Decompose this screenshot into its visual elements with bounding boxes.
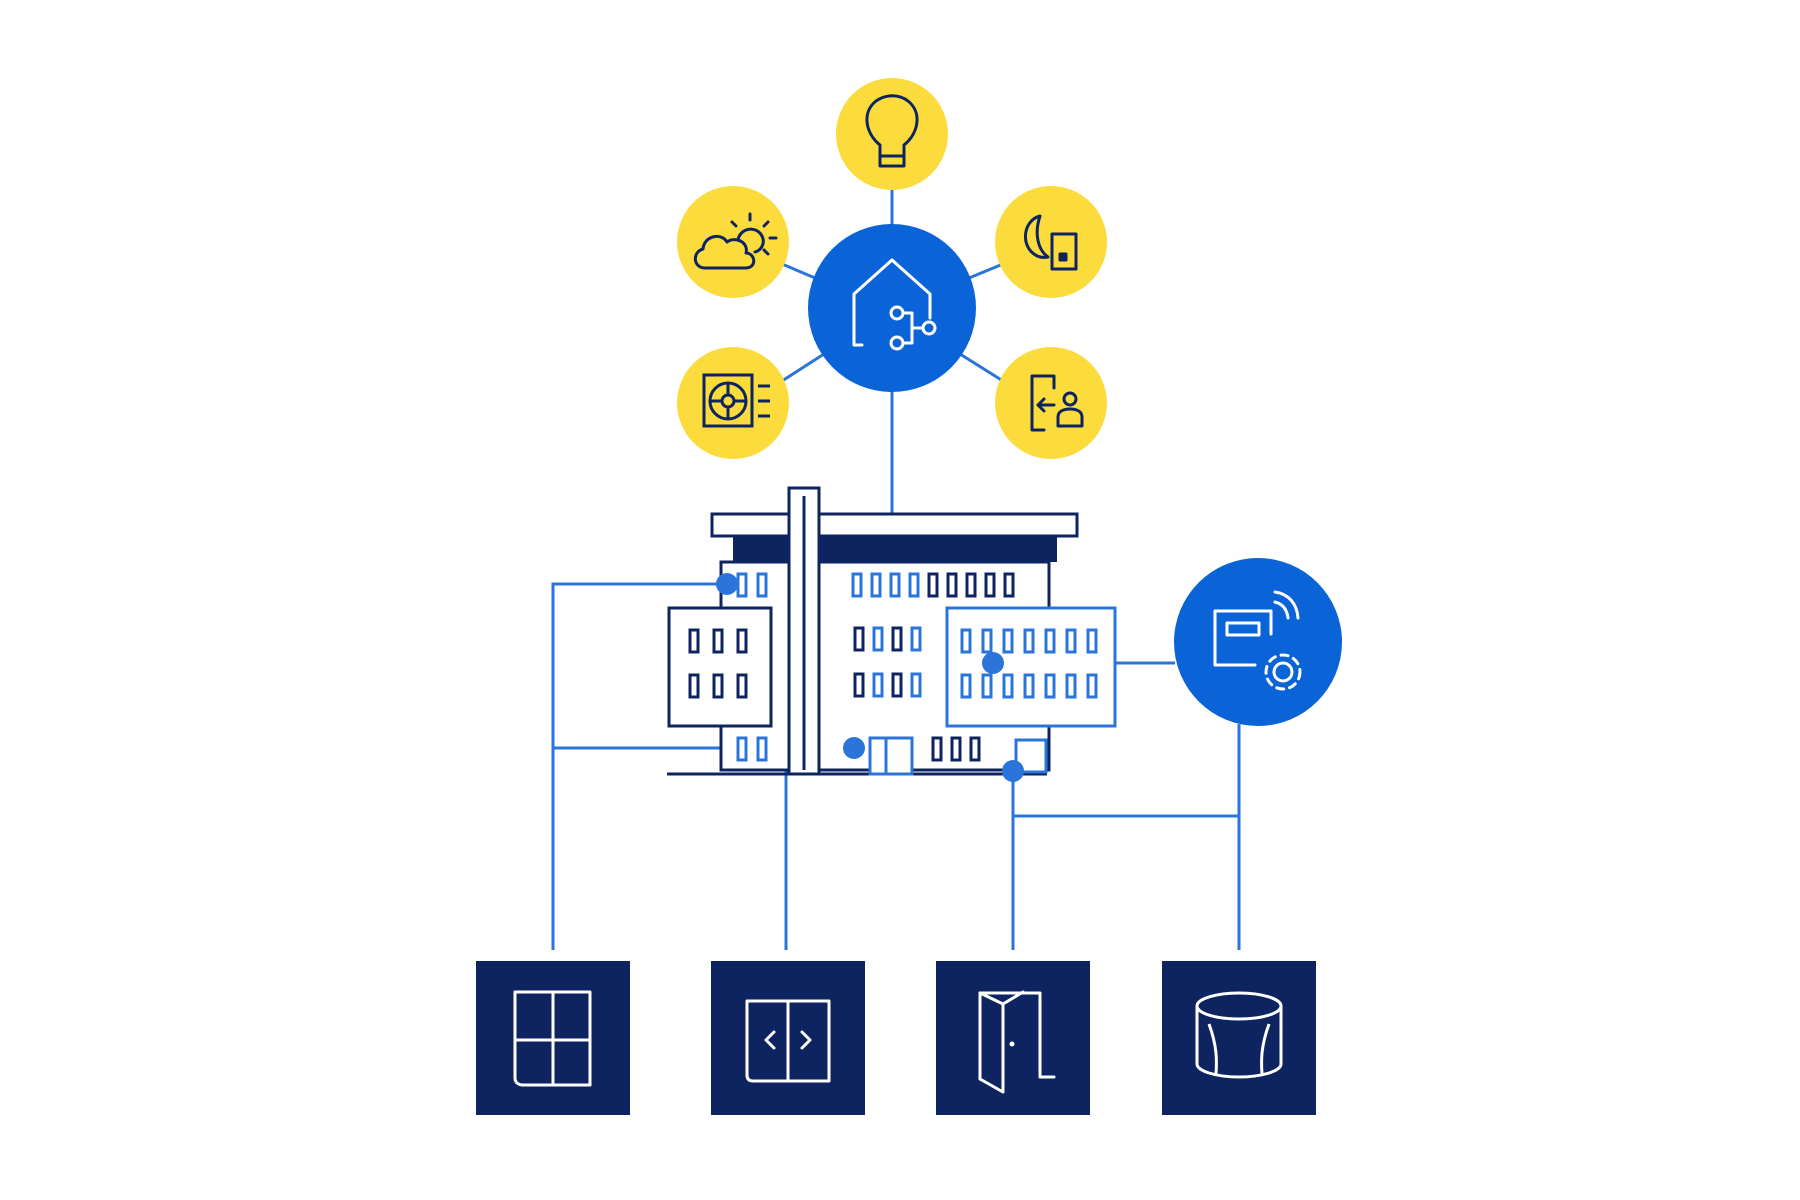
night-moon-device-icon	[1024, 214, 1078, 271]
link-hub-weather	[781, 262, 816, 280]
window-icon	[513, 990, 592, 1087]
building-window	[969, 736, 981, 762]
light-bulb-icon	[865, 94, 919, 168]
junction-dots	[716, 573, 1024, 782]
tile-swing-door[interactable]	[936, 961, 1090, 1115]
building-window	[946, 572, 958, 598]
link-hub-ventilation	[781, 352, 825, 383]
building-window	[965, 572, 977, 598]
building-window	[872, 672, 884, 698]
building-window	[712, 673, 724, 699]
swing-door-icon	[978, 990, 1056, 1094]
weather-sun-cloud-icon	[693, 212, 778, 270]
building-window	[960, 628, 972, 654]
wireless-controller[interactable]	[1174, 558, 1342, 726]
building-window	[688, 628, 700, 654]
satellite-night[interactable]	[995, 186, 1107, 298]
sliding-door-icon	[745, 999, 831, 1083]
junction-dot	[1002, 760, 1024, 782]
building-window	[1002, 673, 1014, 699]
building-window	[889, 572, 901, 598]
fan-unit-icon	[702, 373, 770, 428]
building-window	[872, 626, 884, 652]
building-window	[1003, 572, 1015, 598]
building-window	[1044, 628, 1056, 654]
tile-sliding-door[interactable]	[711, 961, 865, 1115]
building-window	[960, 673, 972, 699]
person-exit-door-icon	[1030, 374, 1084, 432]
building-window	[851, 572, 863, 598]
building-window	[910, 672, 922, 698]
building-window	[981, 628, 993, 654]
building-window	[931, 736, 943, 762]
smart-home-hub[interactable]	[808, 224, 976, 392]
link-window-bus	[551, 582, 727, 950]
office-building-icon	[667, 486, 1117, 776]
building-window	[891, 626, 903, 652]
building-window	[910, 626, 922, 652]
building-window	[981, 673, 993, 699]
link-hub-night	[968, 262, 1004, 280]
building-window	[688, 673, 700, 699]
building-window	[1023, 673, 1035, 699]
building-window	[756, 572, 768, 598]
building-window	[1086, 628, 1098, 654]
building-window	[853, 626, 865, 652]
building-window	[736, 673, 748, 699]
building-window	[853, 672, 865, 698]
satellite-lighting[interactable]	[836, 78, 948, 190]
junction-dot	[982, 652, 1004, 674]
building-window	[891, 672, 903, 698]
satellite-weather[interactable]	[677, 186, 789, 298]
building-window	[756, 736, 768, 762]
building-window	[1023, 628, 1035, 654]
building-window	[870, 572, 882, 598]
building-window	[984, 572, 996, 598]
smart-home-hub-icon	[852, 258, 937, 351]
building-window	[1002, 628, 1014, 654]
revolving-door-icon	[1195, 991, 1283, 1079]
junction-dot	[843, 737, 865, 759]
link-hub-access	[959, 352, 1004, 383]
tile-window[interactable]	[476, 961, 630, 1115]
building-window	[950, 736, 962, 762]
wireless-controller-gear-icon	[1213, 590, 1302, 691]
junction-dot	[716, 573, 738, 595]
building-window	[1044, 673, 1056, 699]
building-window	[908, 572, 920, 598]
building-window	[927, 572, 939, 598]
satellite-ventilation[interactable]	[677, 347, 789, 459]
building-window	[712, 628, 724, 654]
building-window	[736, 572, 748, 598]
building-window	[736, 736, 748, 762]
building-window	[1086, 673, 1098, 699]
tile-revolving-door[interactable]	[1162, 961, 1316, 1115]
satellite-access[interactable]	[995, 347, 1107, 459]
building-window	[1065, 673, 1077, 699]
building-window	[1065, 628, 1077, 654]
building-window	[736, 628, 748, 654]
